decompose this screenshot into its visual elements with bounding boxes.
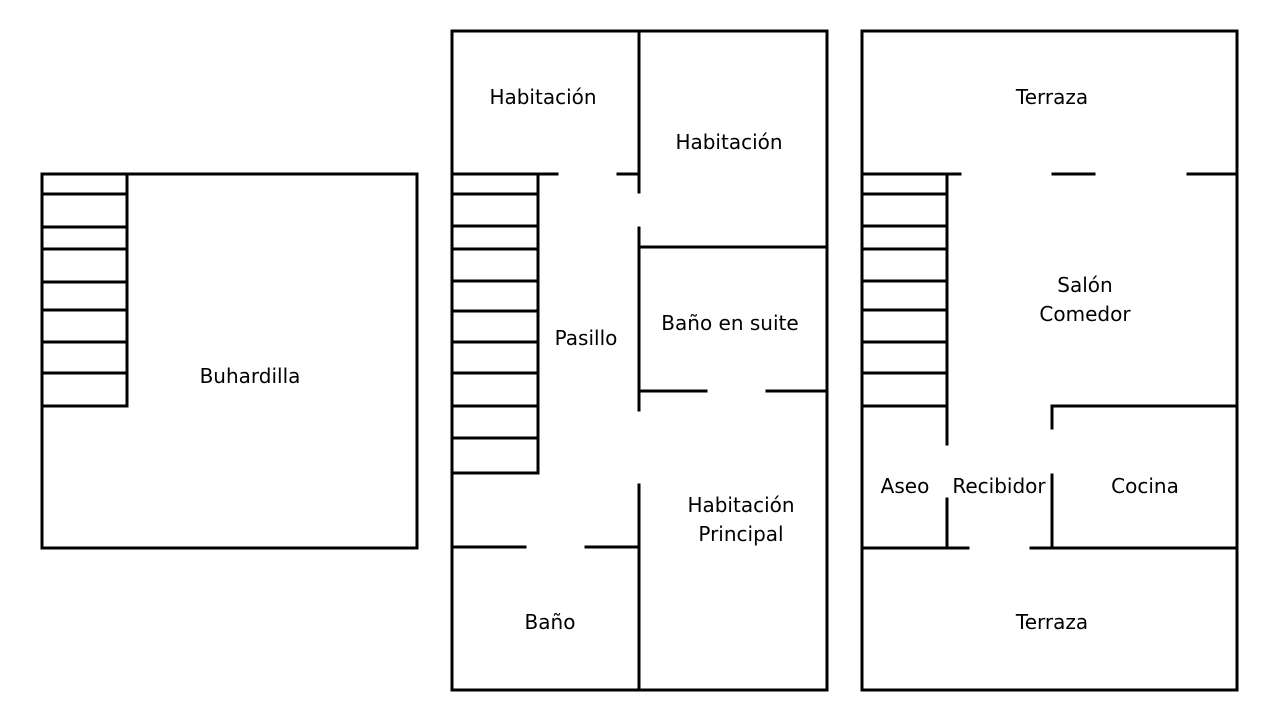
upper-staircase	[450, 172, 540, 475]
upper-floor-plan: Habitación Habitación Pasillo Baño en su…	[450, 29, 829, 692]
ground-floor-plan: Terraza Salón Comedor Aseo Recibidor Coc…	[860, 29, 1239, 692]
room-label-terraza-top: Terraza	[1015, 85, 1088, 109]
room-label-salon-line1: Salón	[1057, 273, 1112, 297]
room-label-habitacion-principal-line2: Principal	[698, 522, 783, 546]
room-label-cocina: Cocina	[1111, 474, 1179, 498]
room-label-bano: Baño	[525, 610, 576, 634]
ground-floor-outline	[860, 29, 1239, 692]
room-label-pasillo: Pasillo	[555, 326, 618, 350]
room-label-aseo: Aseo	[881, 474, 930, 498]
room-label-buhardilla: Buhardilla	[200, 364, 301, 388]
room-label-habitacion: Habitación	[489, 85, 596, 109]
room-label-salon-line2: Comedor	[1039, 302, 1131, 326]
room-label-bano-en-suite: Baño en suite	[661, 311, 798, 335]
attic-stairs-outline	[40, 172, 129, 408]
attic-outline	[40, 172, 419, 550]
attic-staircase	[40, 172, 129, 408]
room-label-habitacion-principal-line1: Habitación	[687, 493, 794, 517]
attic-floor-plan: Buhardilla	[40, 172, 419, 550]
ground-staircase	[860, 172, 949, 446]
room-label-recibidor: Recibidor	[952, 474, 1046, 498]
room-label-terraza-bottom: Terraza	[1015, 610, 1088, 634]
room-label-habitacion: Habitación	[675, 130, 782, 154]
